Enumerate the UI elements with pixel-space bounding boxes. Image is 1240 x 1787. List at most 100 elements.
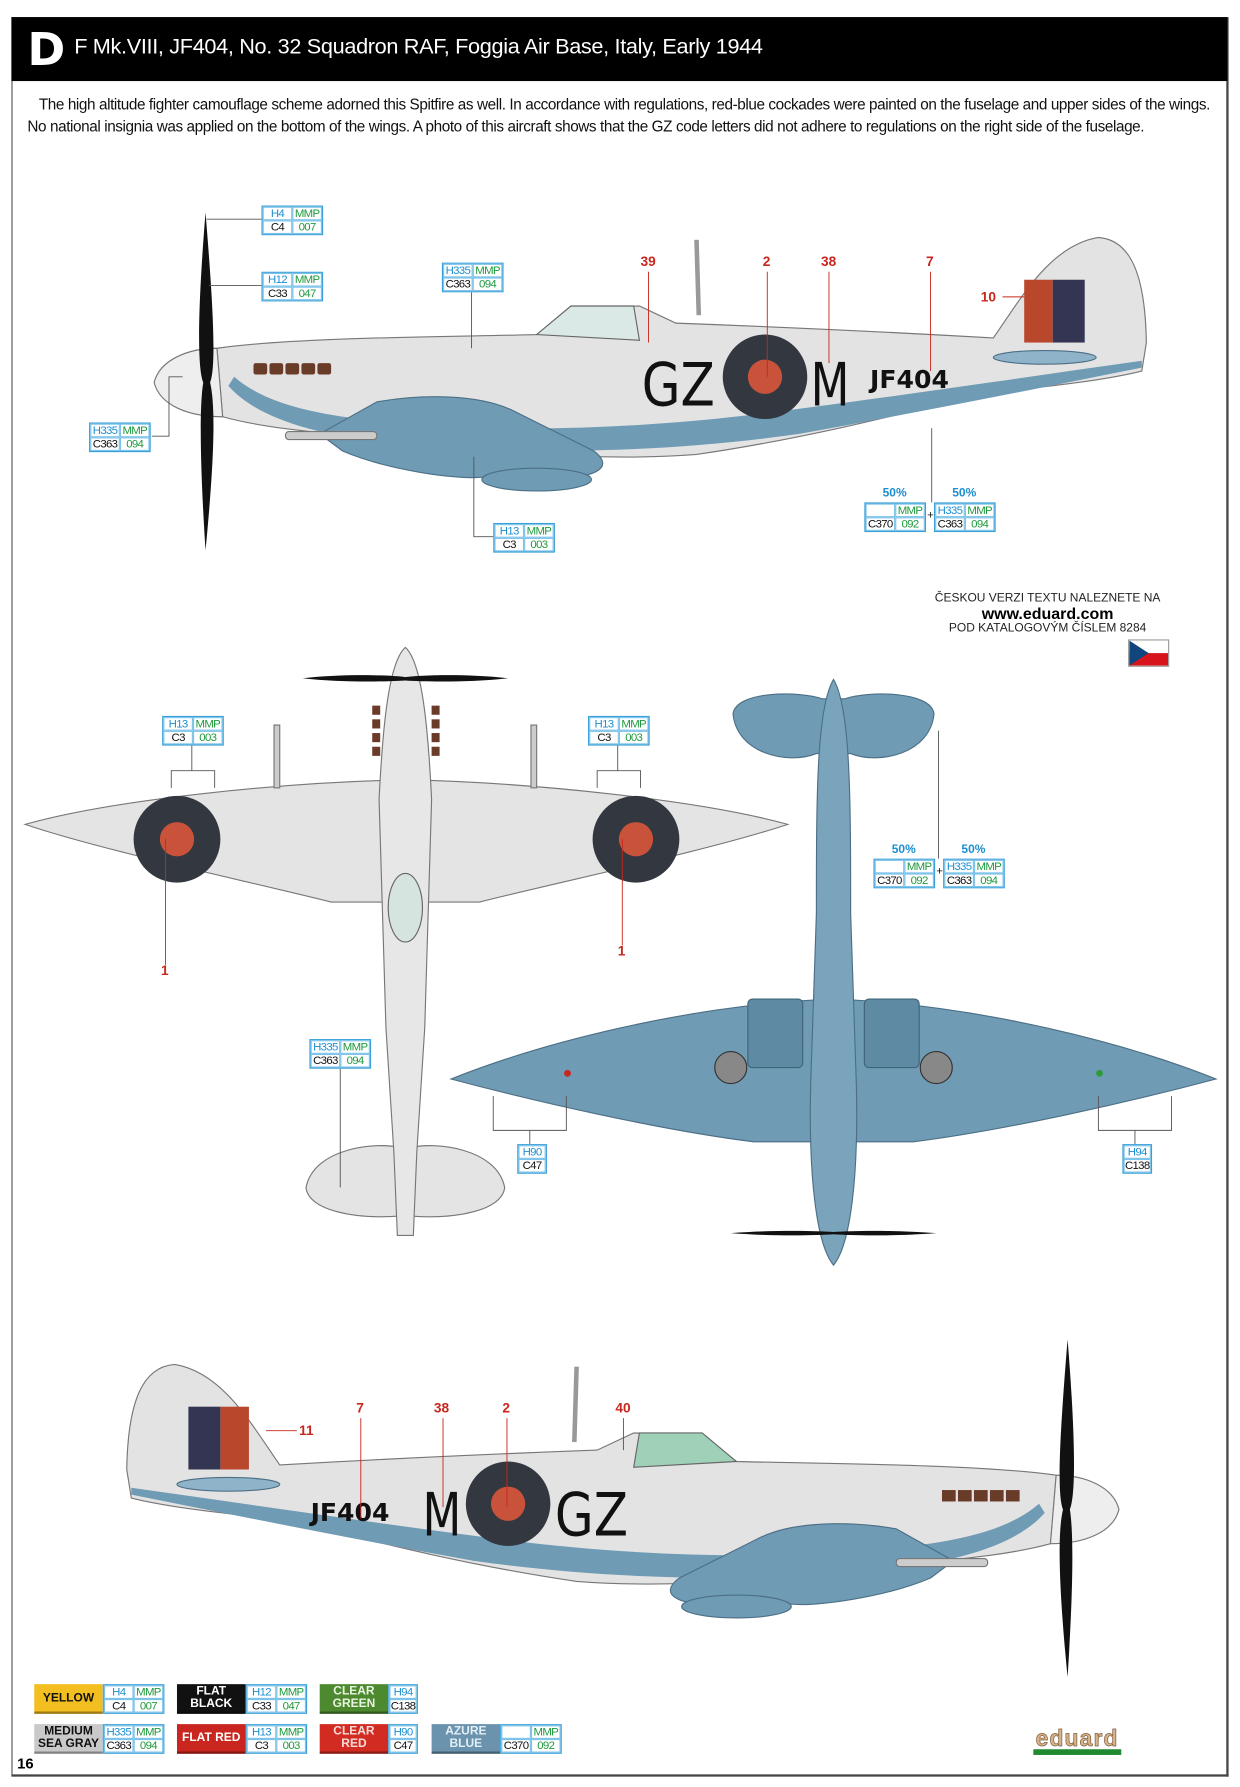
wing-roundel-right-center [618,822,654,857]
wheel-left [714,1051,748,1085]
czech-flag-icon [1128,639,1170,667]
serial-number-right: JF404 [309,1498,390,1527]
stencil-number: 7 [925,253,934,270]
wing-underside-left [318,396,604,479]
radiator-left [747,998,804,1069]
radiator [481,467,593,492]
radiator-right [863,998,920,1069]
mix-percent: 50% [961,842,986,857]
leader-lines [151,218,1172,1188]
stencil-number: 38 [820,253,837,270]
wingtip-light-green [1096,1069,1103,1077]
bottom-view [449,678,1218,1267]
antenna-mast [694,239,702,316]
propeller-blade [199,212,214,551]
wheel-right [919,1051,953,1085]
mix-plus: + [936,865,943,879]
right-side-view [126,1339,1120,1678]
mix-percent: 50% [952,486,977,501]
mix-percent: 50% [882,486,907,501]
code-letters-gz-right: GZ [555,1482,628,1551]
fuselage-under [809,678,858,1267]
scheme-title: F Mk.VIII, JF404, No. 32 Squadron RAF, F… [74,35,763,60]
eduard-logo: eduard [1033,1727,1121,1755]
czech-version-note: ČESKOU VERZI TEXTU NALEZNETE NA www.edua… [902,591,1193,636]
tailplane [992,349,1097,365]
stencil-number: 7 [356,1399,364,1416]
wing-roundel-left-center [159,822,195,857]
roundel-center-right [490,1486,526,1521]
stencil-number: 1 [160,962,169,979]
stencil-number: 11 [299,1422,314,1439]
stencil-number: 1 [617,943,626,960]
code-letters-gz: GZ [642,351,715,420]
cannon [284,431,378,441]
propeller-bottom [730,1230,937,1236]
code-letter-m-right: M [422,1482,461,1551]
fin-flash-blue [1052,279,1085,343]
stencil-leader-lines [165,271,1025,1519]
roundel-center [747,359,783,394]
code-letter-m: M [811,351,850,420]
exhaust-stubs-top [372,705,440,756]
scheme-description: The high altitude fighter camouflage sch… [27,95,1210,135]
mix-plus: + [927,509,934,522]
canopy-top [387,872,424,943]
stencil-number: 38 [433,1399,450,1416]
canopy [535,305,641,341]
cannon-left [273,724,281,789]
fin-flash-red [1024,279,1053,343]
page-number: 16 [17,1754,34,1773]
left-side-view: GZ M JF404 [153,212,1147,551]
scheme-header: D F Mk.VIII, JF404, No. 32 Squadron RAF,… [11,17,1228,82]
cannon-right [530,724,538,789]
exhaust-stubs [253,363,332,375]
mix-percent: 50% [891,842,916,857]
eduard-url[interactable]: www.eduard.com [981,604,1114,623]
color-swatch: YELLOW [34,1684,103,1714]
scheme-letter: D [27,23,66,77]
top-view [23,646,790,1236]
stencil-number: 2 [502,1399,511,1416]
czech-note-line: ČESKOU VERZI TEXTU NALEZNETE NA [934,591,1161,606]
stencil-number: 2 [762,253,771,270]
czech-note-line: POD KATALOGOVÝM ČÍSLEM 8284 [948,621,1147,635]
stencil-number: 39 [640,253,656,270]
stencil-number: 10 [980,288,997,305]
serial-number: JF404 [868,365,949,394]
